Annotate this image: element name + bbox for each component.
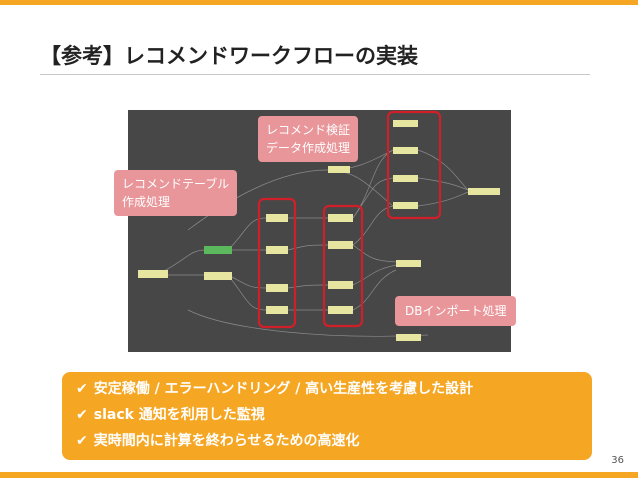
highlight-verify-nodes	[386, 110, 442, 220]
callout-verify-line-1: レコメンド検証	[266, 123, 351, 137]
callout-verify-line-2: データ作成処理	[266, 141, 351, 155]
workflow-node	[328, 306, 353, 314]
page-number: 36	[611, 455, 624, 466]
check-icon: ✔	[76, 407, 88, 423]
check-icon: ✔	[76, 433, 88, 449]
highlight-db-import-nodes	[322, 204, 364, 328]
bullet-item: ✔ 安定稼働 / エラーハンドリング / 高い生産性を考慮した設計	[76, 378, 473, 398]
workflow-node	[393, 147, 418, 154]
workflow-nodes	[138, 120, 500, 341]
workflow-node-green	[204, 246, 232, 254]
callout-db-import: DBインポート処理	[395, 296, 517, 326]
workflow-node	[266, 246, 288, 254]
workflow-node	[393, 175, 418, 182]
bullet-text: slack 通知を利用した監視	[93, 407, 265, 423]
workflow-node	[396, 334, 421, 341]
workflow-graph	[138, 110, 500, 341]
workflow-node	[266, 284, 288, 292]
workflow-node	[204, 272, 232, 280]
workflow-node	[468, 188, 500, 195]
workflow-node	[266, 214, 288, 222]
workflow-node	[328, 166, 350, 173]
slide-title: 【参考】レコメンドワークフローの実装	[40, 44, 418, 68]
callout-table-line-1: レコメンドテーブル	[122, 177, 230, 191]
highlight-boxes	[257, 110, 442, 329]
bullet-text: 実時間内に計算を終わらせるための高速化	[93, 433, 360, 449]
top-accent-bar	[0, 0, 638, 5]
callout-verify-data: レコメンド検証 データ作成処理	[258, 116, 359, 162]
workflow-node	[138, 270, 168, 278]
highlight-table-nodes	[257, 197, 297, 329]
check-icon: ✔	[76, 381, 88, 397]
bottom-accent-bar	[0, 472, 638, 478]
workflow-node	[328, 241, 353, 249]
bullet-item: ✔ 実時間内に計算を終わらせるための高速化	[76, 430, 359, 450]
title-divider	[40, 74, 590, 75]
workflow-node	[328, 281, 353, 289]
workflow-node	[396, 260, 421, 267]
bullet-item: ✔ slack 通知を利用した監視	[76, 404, 265, 424]
workflow-node	[328, 214, 353, 222]
workflow-node	[393, 202, 418, 209]
bullet-text: 安定稼働 / エラーハンドリング / 高い生産性を考慮した設計	[93, 381, 474, 397]
summary-box	[62, 372, 592, 460]
workflow-node	[266, 306, 288, 314]
workflow-node	[393, 120, 418, 127]
callout-recommend-table: レコメンドテーブル 作成処理	[114, 170, 238, 216]
callout-table-line-2: 作成処理	[122, 195, 171, 209]
